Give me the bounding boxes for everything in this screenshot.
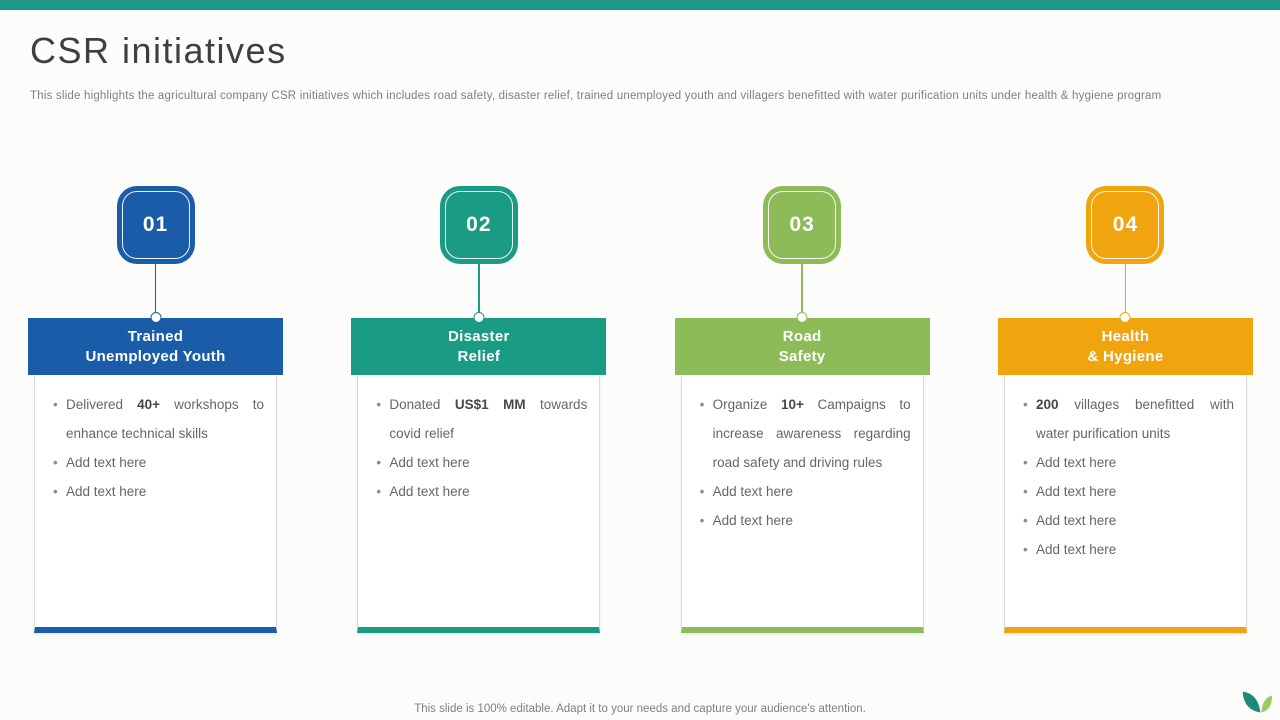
- bullet-item: Add text here: [1023, 448, 1234, 477]
- slide-subtitle: This slide highlights the agricultural c…: [30, 90, 1162, 102]
- step-number-badge: 03: [763, 186, 842, 264]
- bullet-text: Add text here: [66, 455, 147, 470]
- category-header-wrap: Health& Hygiene: [997, 312, 1253, 375]
- category-title: Health& Hygiene: [1087, 327, 1164, 365]
- step-number-badge: 01: [116, 186, 195, 264]
- bullet-text: Add text here: [712, 484, 793, 499]
- bullet-item: Add text here: [53, 477, 264, 506]
- step-number: 01: [142, 213, 169, 236]
- footer-note: This slide is 100% editable. Adapt it to…: [414, 703, 866, 715]
- bullet-item: Add text here: [376, 448, 587, 477]
- bullet-item: Add text here: [1023, 506, 1234, 535]
- bullet-text: Donated: [389, 397, 455, 412]
- bullet-list: 200 villages benefitted with water purif…: [1005, 390, 1246, 564]
- bullet-item: Add text here: [1023, 535, 1234, 564]
- bullet-item: Delivered 40+ workshops to enhance techn…: [53, 390, 264, 448]
- leaf-light-icon: [1261, 695, 1273, 713]
- bullet-text: Delivered: [66, 397, 138, 412]
- connector-line: [801, 264, 803, 318]
- bullet-item: Add text here: [700, 477, 911, 506]
- connector-dot: [150, 312, 161, 323]
- bullet-highlight-text: 40+: [137, 397, 161, 412]
- bullet-item: Add text here: [376, 477, 587, 506]
- bullet-text: Add text here: [1035, 484, 1117, 499]
- bullet-text: towards covid relief: [389, 397, 588, 441]
- bullet-text: Organize: [712, 397, 782, 412]
- step-number: 03: [789, 213, 815, 236]
- bullet-highlight-text: 200: [1035, 397, 1059, 412]
- leaf-dark-icon: [1242, 691, 1261, 713]
- bullet-text: workshops to enhance technical skills: [66, 397, 264, 441]
- bullet-text: Add text here: [712, 513, 793, 528]
- connector-dot: [473, 312, 485, 323]
- initiative-column: 04 Health& Hygiene 200 villages benefitt…: [997, 186, 1253, 633]
- bullet-text: Campaigns to increase awareness regardin…: [712, 397, 911, 470]
- company-logo-leaves-icon: [1242, 691, 1273, 713]
- bullet-text: Add text here: [1035, 455, 1117, 470]
- bullet-item: Add text here: [1023, 477, 1234, 506]
- bullet-item: Add text here: [53, 448, 264, 477]
- connector-line: [154, 264, 157, 318]
- bullet-text: Add text here: [1035, 513, 1117, 528]
- slide-title: CSR initiatives: [30, 30, 287, 71]
- bullet-text: Add text here: [66, 484, 147, 499]
- category-card: Organize 10+ Campaigns to increase aware…: [680, 375, 924, 633]
- bullet-text: Add text here: [389, 484, 470, 499]
- category-header: Health& Hygiene: [997, 318, 1253, 375]
- connector-line: [1124, 264, 1127, 318]
- step-number-badge: 02: [439, 186, 518, 264]
- bullet-list: Organize 10+ Campaigns to increase aware…: [682, 390, 923, 535]
- connector-dot: [796, 312, 808, 323]
- step-number-badge: 04: [1086, 186, 1165, 264]
- category-card: Delivered 40+ workshops to enhance techn…: [34, 375, 277, 633]
- bullet-highlight-text: 10+: [781, 397, 804, 412]
- bullet-item: 200 villages benefitted with water purif…: [1023, 390, 1234, 448]
- bullet-text: villages benefitted with water purificat…: [1035, 397, 1234, 441]
- connector-dot: [1119, 312, 1131, 323]
- step-number: 04: [1112, 213, 1139, 236]
- bullet-text: Add text here: [389, 455, 470, 470]
- top-accent-bar: [0, 0, 1280, 10]
- bullet-item: Organize 10+ Campaigns to increase aware…: [700, 390, 911, 477]
- bullet-text: Add text here: [1035, 542, 1117, 557]
- bullet-highlight-text: US$1 MM: [454, 397, 526, 412]
- category-card: 200 villages benefitted with water purif…: [1003, 375, 1247, 633]
- bullet-list: Donated US$1 MM towards covid reliefAdd …: [358, 390, 599, 506]
- connector-line: [478, 264, 480, 318]
- step-number: 02: [466, 213, 492, 236]
- bullet-list: Delivered 40+ workshops to enhance techn…: [35, 390, 276, 506]
- bullet-item: Add text here: [700, 506, 911, 535]
- bullet-item: Donated US$1 MM towards covid relief: [376, 390, 587, 448]
- category-card: Donated US$1 MM towards covid reliefAdd …: [357, 375, 601, 633]
